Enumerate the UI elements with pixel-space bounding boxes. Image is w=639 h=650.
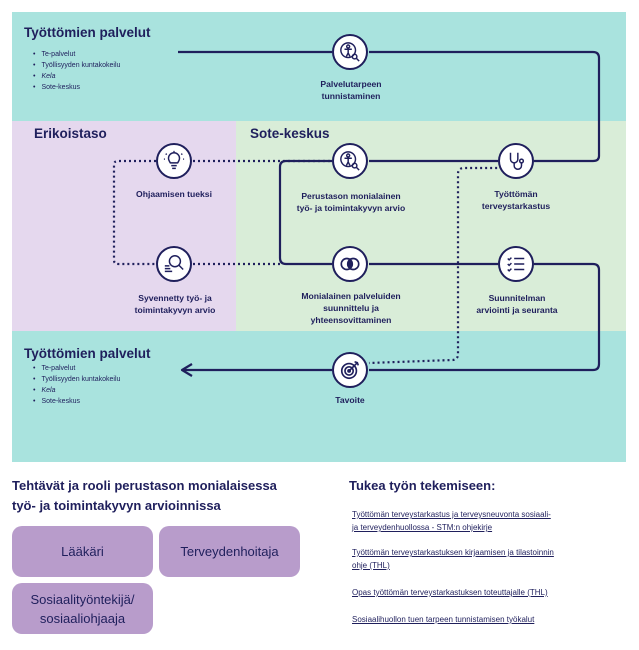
role-button-terveydenhoitaja[interactable]: Terveydenhoitaja [159, 526, 300, 577]
flow-line-top-right [369, 50, 601, 163]
flow-line-suunn-bottom [369, 262, 601, 372]
list-item: Te-palvelut [33, 363, 120, 374]
role-button-sosiaalityontekija[interactable]: Sosiaalityöntekijä/sosiaaliohjaaja [12, 583, 153, 634]
stethoscope-icon [498, 143, 534, 179]
person-search-icon [332, 143, 368, 179]
support-link-sosiaalihuolto[interactable]: Sosiaalihuollon tuen tarpeen tunnistamis… [352, 615, 535, 624]
list-item: Työllisyyden kuntakokeilu [33, 374, 120, 385]
checklist-icon [498, 246, 534, 282]
support-link-stm[interactable]: Työttömän terveystarkastus ja terveysneu… [352, 510, 551, 532]
list-item: Sote-keskus [33, 82, 120, 93]
list-item: Työllisyyden kuntakokeilu [33, 60, 120, 71]
support-link-opas[interactable]: Opas työttömän terveystarkastuksen toteu… [352, 588, 548, 597]
role-button-laakari[interactable]: Lääkäri [12, 526, 153, 577]
erikoistaso-title: Erikoistaso [34, 126, 107, 141]
roles-title: Tehtävät ja rooli perustason monialaises… [12, 478, 277, 513]
list-item: Kela [33, 385, 120, 396]
top-services-list: Te-palvelut Työllisyyden kuntakokeilu Ke… [33, 49, 120, 93]
person-search-icon [332, 34, 368, 70]
node-label-ohjaamisen: Ohjaamisen tueksi [136, 189, 212, 199]
list-item: Sote-keskus [33, 396, 120, 407]
erikoistaso-zone [12, 121, 236, 331]
arrow-head [180, 363, 193, 377]
target-icon [332, 352, 368, 388]
magnifier-icon [156, 246, 192, 282]
sote-keskus-title: Sote-keskus [250, 126, 330, 141]
list-item: Te-palvelut [33, 49, 120, 60]
sote-keskus-zone [236, 121, 626, 331]
overlap-circles-icon [332, 246, 368, 282]
list-item: Kela [33, 71, 120, 82]
lightbulb-icon [156, 143, 192, 179]
dotted-line-ohj-syv [112, 159, 156, 266]
bottom-services-list: Te-palvelut Työllisyyden kuntakokeilu Ke… [33, 363, 120, 407]
bottom-services-title: Työttömien palvelut [24, 346, 151, 361]
support-title: Tukea työn tekemiseen: [349, 478, 496, 493]
top-services-title: Työttömien palvelut [24, 25, 151, 40]
support-link-kirjaaminen[interactable]: Työttömän terveystarkastuksen kirjaamise… [352, 548, 554, 570]
node-label-tavoite: Tavoite [335, 395, 365, 405]
